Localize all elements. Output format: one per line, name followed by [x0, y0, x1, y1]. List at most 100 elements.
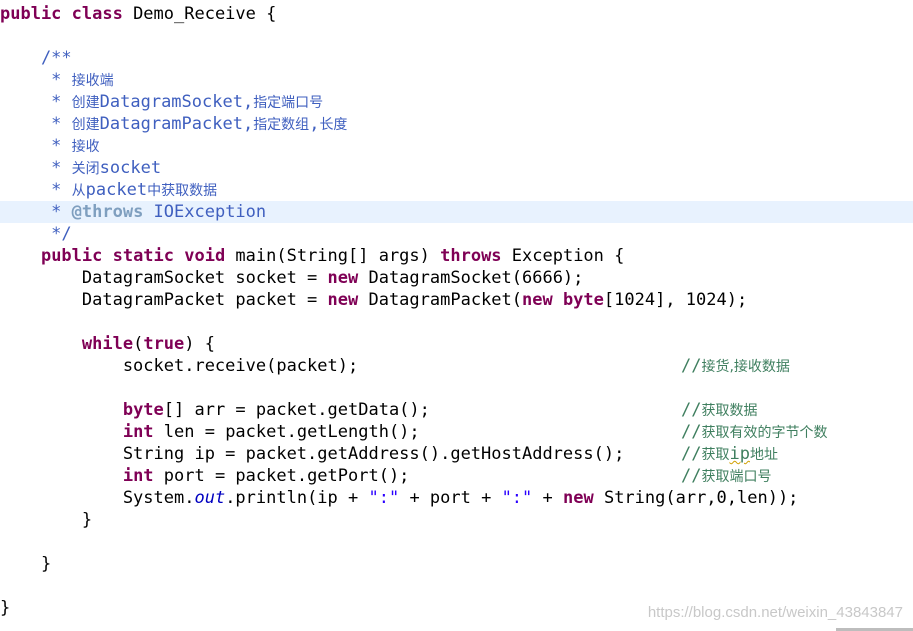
code-token: ":" [368, 488, 400, 508]
code-token: + [532, 488, 563, 508]
code-token: DatagramSocket socket = [0, 268, 328, 288]
comment-token: // [681, 400, 702, 420]
code-token: * [0, 136, 72, 156]
code-line[interactable]: int port = packet.getPort();//获取端口号 [0, 465, 913, 487]
code-token: packet [85, 180, 148, 200]
code-line[interactable]: String ip = packet.getAddress().getHostA… [0, 443, 913, 465]
code-line[interactable]: } [0, 509, 913, 531]
code-token: ":" [501, 488, 533, 508]
inline-comment: //获取ip地址 [681, 443, 778, 466]
code-token: DatagramSocket(6666); [368, 268, 584, 288]
code-line[interactable]: System.out.println(ip + ":" + port + ":"… [0, 487, 913, 509]
comment-token: // [681, 356, 702, 376]
code-line[interactable] [0, 377, 913, 399]
code-token: 接收 [71, 139, 100, 155]
code-token: true [143, 334, 185, 354]
code-line[interactable]: * 接收 [0, 135, 913, 157]
code-token: 指定数组 [253, 117, 310, 133]
code-token: new [327, 290, 369, 310]
code-token: System. [0, 488, 195, 508]
code-token: String(arr,0,len)); [603, 488, 799, 508]
comment-token: 获取 [701, 447, 730, 463]
inline-comment: //获取端口号 [681, 465, 771, 488]
comment-token: // [681, 466, 702, 486]
code-token: .println(ip + [225, 488, 369, 508]
inline-comment: //获取有效的字节个数 [681, 421, 827, 444]
code-token: ) { [184, 334, 215, 354]
code-line[interactable] [0, 531, 913, 553]
code-line[interactable] [0, 25, 913, 47]
code-token: socket [99, 158, 162, 178]
code-line[interactable]: * 创建DatagramPacket,指定数组,长度 [0, 113, 913, 135]
code-line[interactable]: /** [0, 47, 913, 69]
code-line[interactable]: * 关闭socket [0, 157, 913, 179]
code-token: len = packet.getLength(); [163, 422, 420, 442]
code-token: DatagramPacket packet = [0, 290, 328, 310]
comment-token: // [681, 422, 702, 442]
code-line[interactable]: * 从packet中获取数据 [0, 179, 913, 201]
code-token: @throws [71, 202, 144, 222]
code-token: 从 [71, 183, 86, 199]
code-line[interactable]: * @throws IOException [0, 201, 913, 223]
code-line[interactable]: */ [0, 223, 913, 245]
watermark: https://blog.csdn.net/weixin_43843847 [647, 604, 903, 621]
code-token: 中获取数据 [147, 183, 218, 199]
code-token: throws [440, 246, 512, 266]
code-line[interactable]: } [0, 553, 913, 575]
code-line[interactable] [0, 311, 913, 333]
code-token: * [0, 158, 72, 178]
code-token: } [0, 554, 52, 574]
code-token: String ip = packet.getAddress().getHostA… [0, 444, 625, 464]
code-line[interactable]: while(true) { [0, 333, 913, 355]
code-token: public static void [40, 246, 236, 266]
code-token: + port + [399, 488, 502, 508]
code-token: while [81, 334, 134, 354]
code-token: /** [0, 48, 72, 68]
code-token: new [327, 268, 369, 288]
code-line[interactable]: * 接收端 [0, 69, 913, 91]
inline-comment: //接货,接收数据 [681, 355, 790, 378]
code-line[interactable]: DatagramSocket socket = new DatagramSock… [0, 267, 913, 289]
comment-token: 接货,接收数据 [701, 359, 790, 375]
code-token: main(String[] args) [235, 246, 441, 266]
code-token: out [194, 488, 226, 508]
code-line[interactable]: public class Demo_Receive { [0, 3, 913, 25]
code-token [0, 400, 123, 420]
code-token: byte [122, 400, 164, 420]
code-token: * [0, 70, 72, 90]
code-token: new [563, 488, 604, 508]
comment-token: ip [729, 444, 750, 464]
code-line[interactable]: socket.receive(packet); //接货,接收数据 [0, 355, 913, 377]
code-line[interactable]: DatagramPacket packet = new DatagramPack… [0, 289, 913, 311]
code-token: port = packet.getPort(); [163, 466, 410, 486]
code-token [0, 334, 82, 354]
code-token: ( [133, 334, 144, 354]
inline-comment: //获取数据 [681, 399, 757, 422]
code-token: * [0, 180, 72, 200]
comment-token: 获取数据 [701, 403, 758, 419]
code-token: 长度 [319, 117, 348, 133]
code-token: */ [0, 224, 72, 244]
code-line[interactable]: * 创建DatagramSocket,指定端口号 [0, 91, 913, 113]
code-token: } [0, 510, 93, 530]
code-token [0, 422, 123, 442]
scrollbar-fragment[interactable] [836, 628, 913, 631]
code-token: } [0, 598, 11, 618]
comment-token: // [681, 444, 702, 464]
code-token: 创建 [71, 95, 100, 111]
code-token: 关闭 [71, 161, 100, 177]
code-line[interactable] [0, 575, 913, 597]
code-token: socket.receive(packet); [0, 356, 359, 376]
code-token: , [309, 114, 320, 134]
code-line[interactable]: int len = packet.getLength();//获取有效的字节个数 [0, 421, 913, 443]
comment-token: 地址 [749, 447, 778, 463]
code-line[interactable]: byte[] arr = packet.getData(); //获取数据 [0, 399, 913, 421]
code-token: * [0, 114, 72, 134]
code-line[interactable]: public static void main(String[] args) t… [0, 245, 913, 267]
code-token: DatagramPacket( [368, 290, 522, 310]
code-token: [] arr = packet.getData(); [163, 400, 430, 420]
code-line[interactable]: } [0, 597, 913, 619]
code-token: DatagramPacket, [99, 114, 254, 134]
code-token: 指定端口号 [253, 95, 324, 111]
